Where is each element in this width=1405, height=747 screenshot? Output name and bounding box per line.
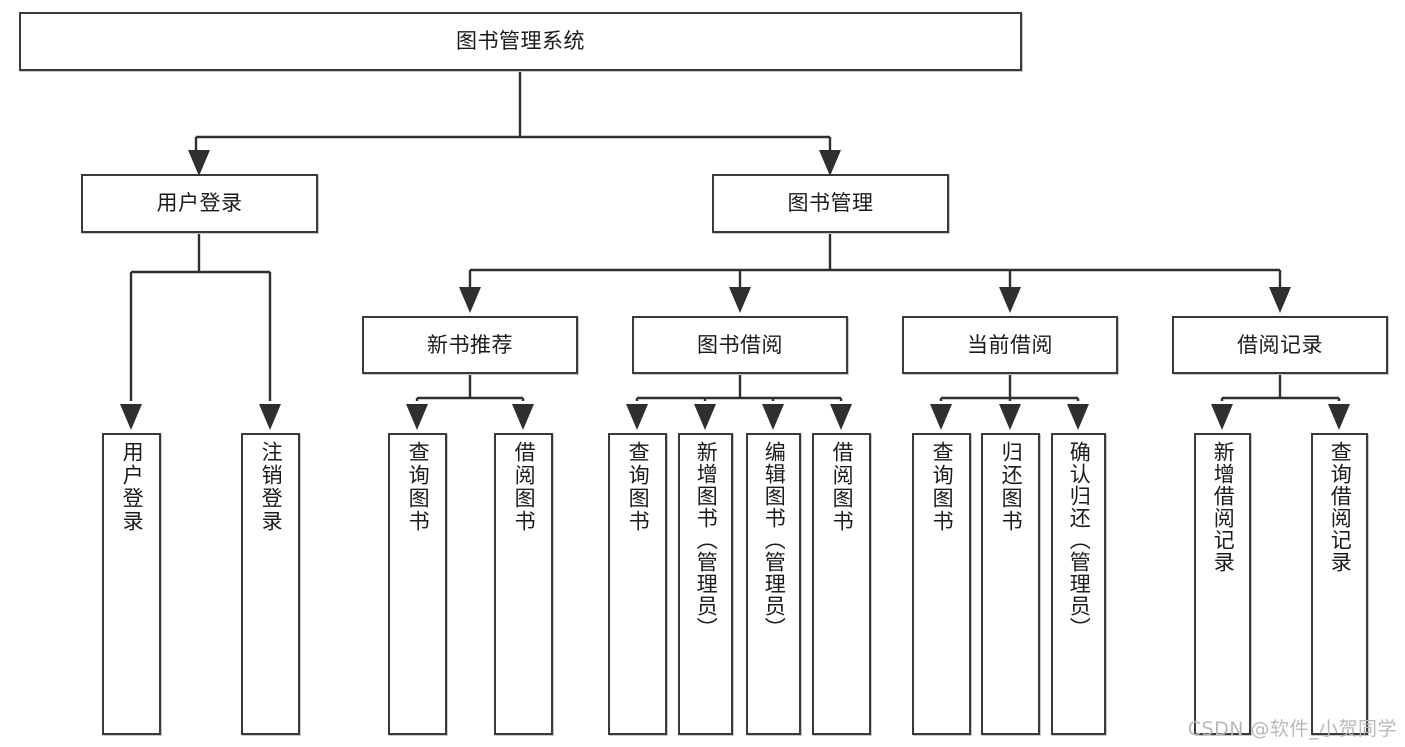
leaf-query-books-current[interactable]: 查询图书 (912, 433, 971, 735)
arrowhead-new-book (459, 287, 481, 313)
arrowhead-user-login (188, 150, 210, 176)
arrowhead-leaf-2 (259, 404, 281, 430)
arrowhead-leaf-9 (930, 404, 952, 430)
node-label: 新增图书（管理员） (694, 441, 719, 639)
arrowhead-leaf-11 (1067, 404, 1089, 430)
leaf-borrow-books-recommend[interactable]: 借阅图书 (494, 433, 553, 735)
watermark-text: CSDN @软件_小贺同学 (1187, 718, 1397, 740)
leaf-edit-book-admin[interactable]: 编辑图书（管理员） (746, 433, 801, 735)
leaf-query-books-borrow[interactable]: 查询图书 (608, 433, 667, 735)
node-user-login[interactable]: 用户登录 (81, 174, 318, 233)
node-label: 确认归还（管理员） (1067, 441, 1092, 639)
node-book-borrowing[interactable]: 图书借阅 (632, 316, 848, 374)
leaf-logout-login[interactable]: 注销登录 (241, 433, 300, 735)
leaf-borrow-books[interactable]: 借阅图书 (812, 433, 871, 735)
node-label: 查询图书 (406, 441, 431, 533)
arrowhead-leaf-1 (120, 404, 142, 430)
arrowhead-leaf-13 (1328, 404, 1350, 430)
node-label: 查询图书 (626, 441, 651, 533)
node-label: 图书借阅 (697, 332, 783, 357)
leaf-return-books[interactable]: 归还图书 (981, 433, 1040, 735)
arrowhead-leaf-6 (694, 404, 716, 430)
node-label: 借阅记录 (1237, 332, 1323, 357)
node-root-book-management-system[interactable]: 图书管理系统 (19, 12, 1022, 71)
node-new-book-recommendation[interactable]: 新书推荐 (362, 316, 578, 374)
node-borrowing-records[interactable]: 借阅记录 (1172, 316, 1388, 374)
node-current-borrowing[interactable]: 当前借阅 (902, 316, 1118, 374)
node-label: 编辑图书（管理员） (762, 441, 787, 639)
arrowhead-leaf-7 (762, 404, 784, 430)
arrowhead-leaf-5 (626, 404, 648, 430)
leaf-add-borrow-record[interactable]: 新增借阅记录 (1194, 433, 1251, 735)
node-label: 用户登录 (120, 441, 145, 533)
arrowhead-leaf-3 (406, 404, 428, 430)
leaf-query-borrow-record[interactable]: 查询借阅记录 (1311, 433, 1368, 735)
arrowhead-leaf-12 (1211, 404, 1233, 430)
arrowhead-leaf-10 (999, 404, 1021, 430)
node-label: 查询借阅记录 (1328, 441, 1353, 573)
arrowhead-book-borrow (729, 287, 751, 313)
node-label: 图书管理 (787, 191, 874, 216)
node-label: 归还图书 (999, 441, 1024, 533)
node-label: 用户登录 (156, 191, 243, 216)
leaf-user-login[interactable]: 用户登录 (102, 433, 161, 735)
node-label: 当前借阅 (967, 332, 1053, 357)
arrowhead-current-borrow (999, 287, 1021, 313)
leaf-query-books-recommend[interactable]: 查询图书 (388, 433, 447, 735)
node-book-management[interactable]: 图书管理 (712, 174, 949, 233)
arrowhead-borrow-record (1269, 287, 1291, 313)
node-label: 查询图书 (930, 441, 955, 533)
node-label: 图书管理系统 (456, 29, 585, 54)
leaf-add-book-admin[interactable]: 新增图书（管理员） (678, 433, 733, 735)
leaf-confirm-return-admin[interactable]: 确认归还（管理员） (1051, 433, 1106, 735)
node-label: 新书推荐 (427, 332, 513, 357)
node-label: 借阅图书 (512, 441, 537, 533)
arrowhead-book-mgmt (819, 150, 841, 176)
node-label: 借阅图书 (830, 441, 855, 533)
node-label: 注销登录 (259, 441, 284, 533)
arrowhead-leaf-4 (512, 404, 534, 430)
arrowhead-leaf-8 (830, 404, 852, 430)
node-label: 新增借阅记录 (1211, 441, 1236, 573)
